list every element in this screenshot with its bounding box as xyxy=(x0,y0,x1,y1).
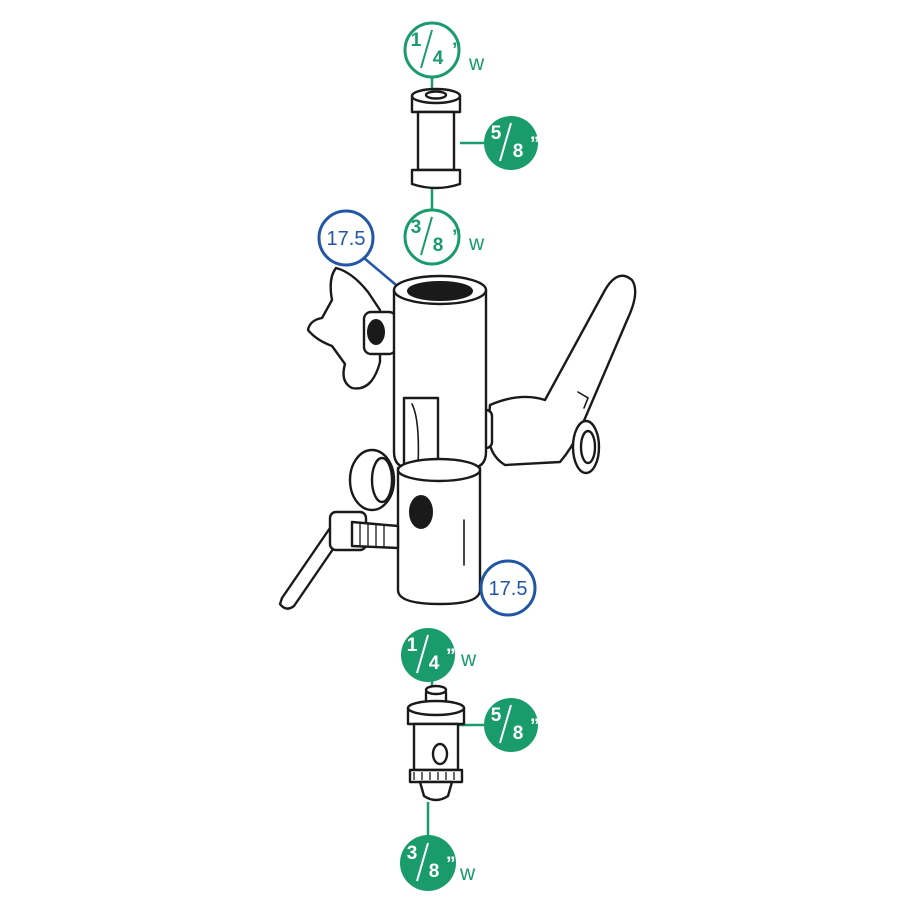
thread-suffix: w xyxy=(468,52,485,75)
fraction-numerator: 1 xyxy=(407,635,418,656)
bore-diameter: 17.5 xyxy=(327,228,366,250)
badge-bottom-bore: 17.5 xyxy=(479,559,537,617)
fraction-numerator: 3 xyxy=(407,843,418,864)
thread-suffix: w xyxy=(468,232,485,255)
badge-top-bore: 17.5 xyxy=(317,209,375,267)
bore-diameter: 17.5 xyxy=(489,578,528,600)
fraction-denominator: 4 xyxy=(433,48,444,69)
fraction-numerator: 3 xyxy=(411,217,422,238)
inch-mark: ” xyxy=(452,227,462,248)
fraction-denominator: 4 xyxy=(429,653,440,674)
badge-top-adapter-top-thread: 1 4 ” w xyxy=(403,21,485,79)
badge-spigot-side: 5 8 ” xyxy=(484,698,540,752)
inch-mark: ” xyxy=(446,646,456,667)
badge-top-adapter-bottom-thread: 3 8 ” w xyxy=(403,208,485,266)
inch-mark: ” xyxy=(452,40,462,61)
fraction-numerator: 5 xyxy=(491,705,502,726)
spigot-adapter-icon xyxy=(410,87,462,190)
thread-suffix: w xyxy=(459,862,476,885)
fraction-denominator: 8 xyxy=(513,723,524,744)
stud-spigot-icon xyxy=(406,684,466,802)
badge-spigot-top-thread: 1 4 ” w xyxy=(401,628,477,682)
fraction-denominator: 8 xyxy=(433,235,444,256)
swivel-head-icon xyxy=(278,266,637,610)
wing-knob-icon xyxy=(306,266,398,390)
thread-suffix: w xyxy=(460,648,477,671)
fraction-denominator: 8 xyxy=(429,861,440,882)
fraction-numerator: 5 xyxy=(491,123,502,144)
inch-mark: ” xyxy=(530,134,540,155)
badge-spigot-bottom-thread: 3 8 ” w xyxy=(400,835,476,891)
fraction-numerator: 1 xyxy=(411,30,422,51)
fraction-denominator: 8 xyxy=(513,141,524,162)
badge-top-adapter-side: 5 8 ” xyxy=(484,116,540,170)
inch-mark: ” xyxy=(530,716,540,737)
inch-mark: ” xyxy=(446,854,456,875)
lever-handle-icon xyxy=(460,274,637,475)
